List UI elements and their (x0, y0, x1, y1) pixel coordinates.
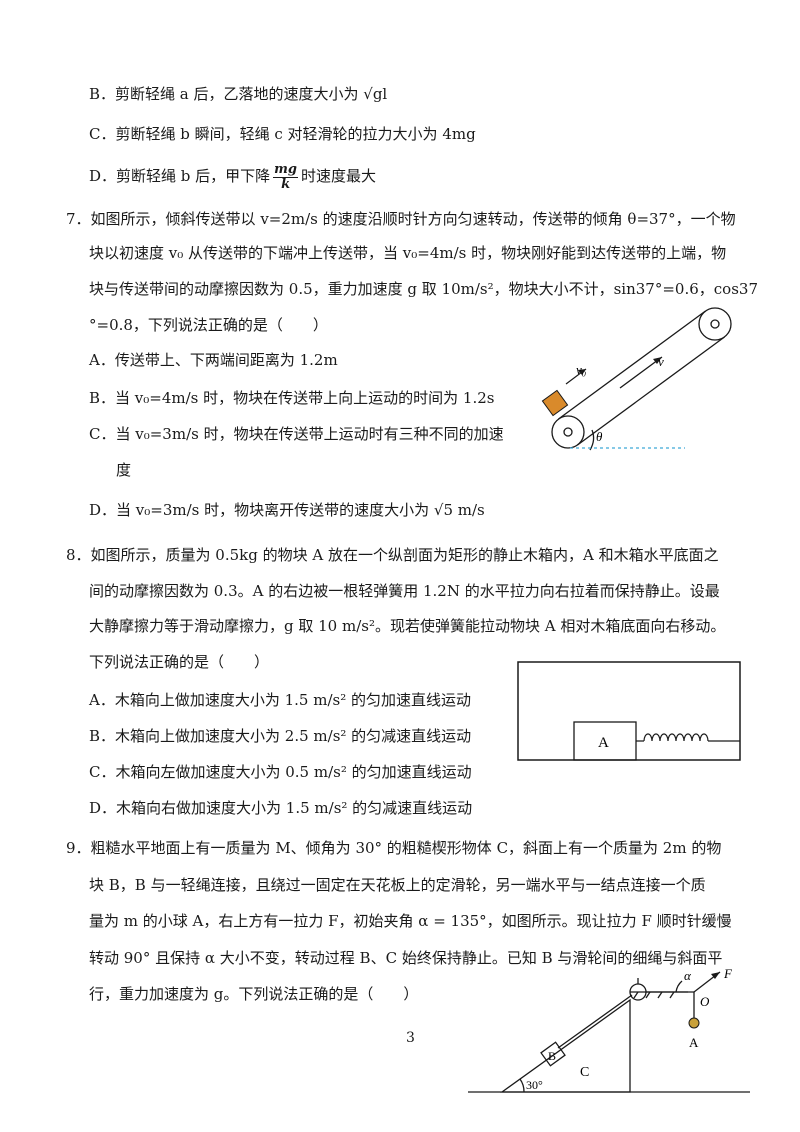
wedge-c (499, 998, 631, 1093)
q8-option-b: B．木箱向上做加速度大小为 2.5 m/s² 的匀减速直线运动 (89, 727, 472, 745)
q9-stem-3: 量为 m 的小球 A，右上方有一拉力 F，初始夹角 α = 135°，如图所示。… (89, 912, 732, 930)
ball-a (688, 1017, 700, 1029)
bottom-pulley (551, 415, 585, 449)
conveyor-belt-figure: v₀ v θ (541, 307, 732, 451)
q7-stem-4: °=0.8，下列说法正确的是（ ） (89, 316, 328, 334)
f-label: F (723, 968, 733, 981)
v-arrow (619, 356, 663, 389)
angle-label: 30° (526, 1078, 543, 1092)
option-6c: C．剪断轻绳 b 瞬间，轻绳 c 对轻滑轮的拉力大小为 4mg (89, 125, 476, 143)
q8-stem-3: 大静摩擦力等于滑动摩擦力，g 取 10 m/s²。现若使弹簧能拉动物块 A 相对… (89, 617, 726, 635)
option-6d-tail: 时速度最大 (301, 167, 377, 185)
alpha-label: α (684, 968, 692, 983)
page-number: 3 (406, 1030, 415, 1046)
q7-option-c: C．当 v₀=3m/s 时，物块在传送带上运动时有三种不同的加速 (89, 425, 504, 443)
block-icon (541, 389, 569, 417)
belt-lower (577, 336, 725, 446)
option-6b: B．剪断轻绳 a 后，乙落地的速度大小为 √gl (89, 85, 388, 103)
spring-icon (636, 733, 740, 742)
b-label: B (548, 1049, 556, 1063)
block-b (540, 1041, 566, 1067)
q9-stem-1: 9．粗糙水平地面上有一质量为 M、倾角为 30° 的粗糙楔形物体 C，斜面上有一… (66, 839, 722, 857)
a-label: A (689, 1035, 699, 1050)
q8-option-d: D．木箱向右做加速度大小为 1.5 m/s² 的匀减速直线运动 (89, 799, 473, 817)
q9-stem-5: 行，重力加速度为 g。下列说法正确的是（ ） (89, 985, 419, 1003)
q9-stem-2: 块 B，B 与一轻绳连接，且绕过一固定在天花板上的定滑轮，另一端水平与一结点连接… (89, 876, 706, 894)
q7-option-c-cont: 度 (116, 461, 132, 479)
q8-stem-1: 8．如图所示，质量为 0.5kg 的物块 A 放在一个纵剖面为矩形的静止木箱内，… (66, 546, 719, 564)
belt-upper (558, 310, 706, 420)
v0-label: v₀ (576, 362, 586, 377)
v-label: v (658, 354, 664, 369)
q7-option-b: B．当 v₀=4m/s 时，物块在传送带上向上运动的时间为 1.2s (89, 389, 495, 407)
q8-option-a: A．木箱向上做加速度大小为 1.5 m/s² 的匀加速直线运动 (89, 691, 471, 709)
wedge-pulley-figure: α F O A B C 30° (468, 968, 750, 1093)
q8-stem-2: 间的动摩擦因数为 0.3。A 的右边被一根轻弹簧用 1.2N 的水平拉力向右拉着… (89, 582, 720, 600)
option-6d-text: D．剪断轻绳 b 后，甲下降 (89, 167, 271, 185)
rope-slope (557, 994, 633, 1049)
q7-option-a: A．传送带上、下两端间距离为 1.2m (89, 351, 338, 369)
q7-stem-2: 块以初速度 v₀ 从传送带的下端冲上传送带，当 v₀=4m/s 时，物块刚好能到… (89, 244, 727, 262)
o-label: O (700, 994, 710, 1009)
q8-option-c: C．木箱向左做加速度大小为 0.5 m/s² 的匀加速直线运动 (89, 763, 472, 781)
c-label: C (580, 1065, 589, 1080)
top-pulley (698, 307, 732, 341)
q8-stem-4: 下列说法正确的是（ ） (89, 653, 270, 671)
block-a-label: A (598, 735, 609, 751)
theta-label: θ (596, 429, 603, 444)
q9-stem-4: 转动 90° 且保持 α 大小不变，转动过程 B、C 始终保持静止。已知 B 与… (89, 949, 723, 967)
q7-stem-1: 7．如图所示，倾斜传送带以 v=2m/s 的速度沿顺时针方向匀速转动，传送带的倾… (66, 210, 736, 228)
q7-option-d: D．当 v₀=3m/s 时，物块离开传送带的速度大小为 √5 m/s (89, 501, 485, 519)
q7-stem-3: 块与传送带间的动摩擦因数为 0.5，重力加速度 g 取 10m/s²，物块大小不… (89, 280, 758, 298)
wooden-box (517, 661, 741, 761)
wooden-box-figure: A (517, 661, 741, 761)
